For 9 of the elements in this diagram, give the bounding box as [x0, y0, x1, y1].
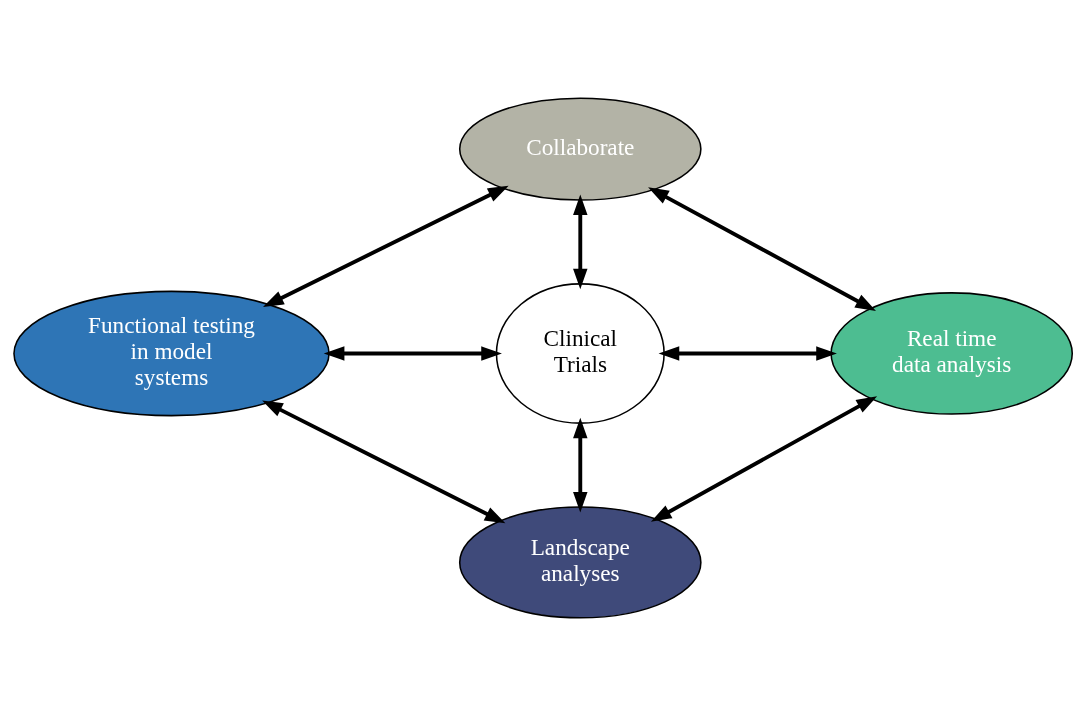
node-ellipse: Clinical Trials	[495, 283, 665, 424]
arrow	[262, 400, 506, 524]
arrow	[323, 346, 502, 361]
arrow	[573, 194, 588, 290]
arrow	[263, 185, 509, 308]
arrow	[650, 396, 878, 522]
arrow	[648, 187, 876, 312]
arrow	[658, 346, 837, 361]
arrow	[573, 417, 588, 513]
